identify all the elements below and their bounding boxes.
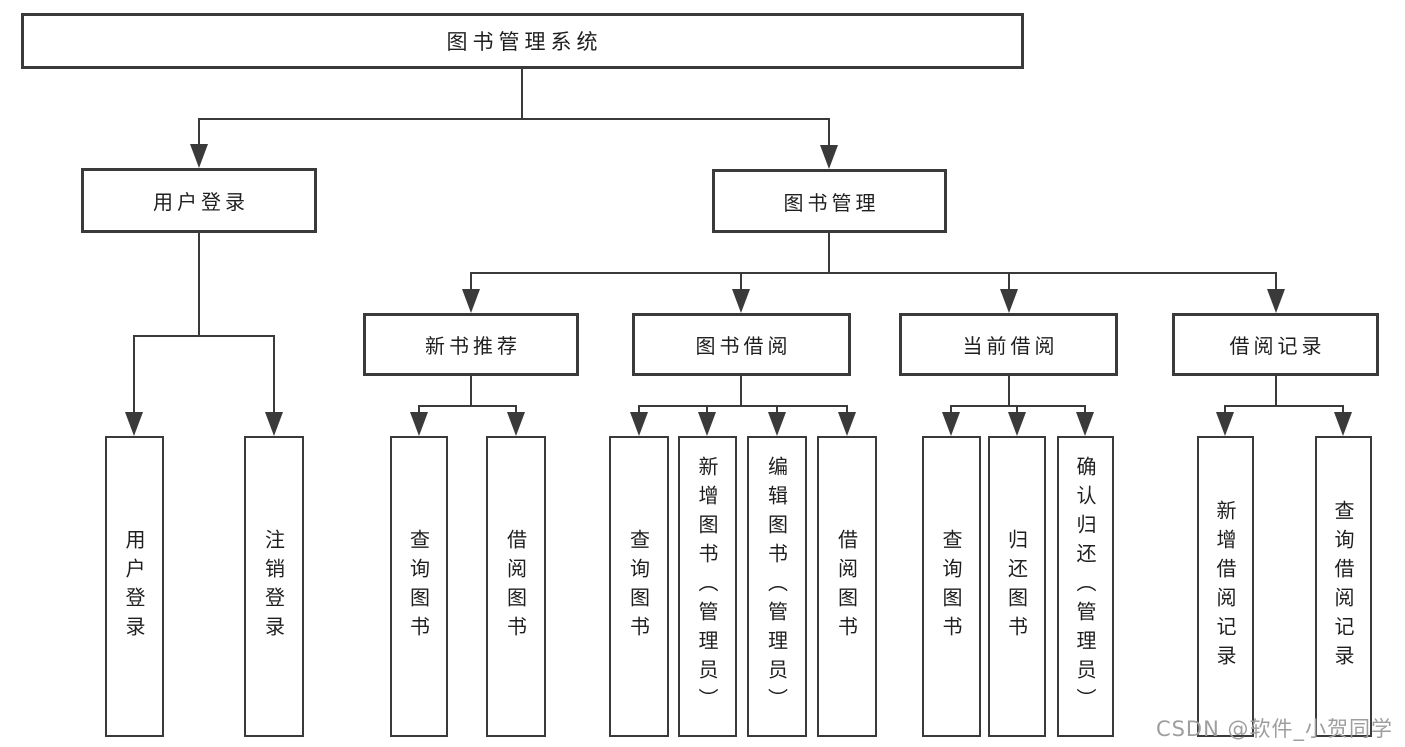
connector-line bbox=[515, 406, 517, 414]
connector-line bbox=[1084, 406, 1086, 414]
arrow-down-icon bbox=[732, 289, 750, 313]
leaf-confirm-return-admin: 确认归还（管理员） bbox=[1057, 436, 1114, 737]
node-book-borrow: 图书借阅 bbox=[632, 313, 851, 376]
connector-line bbox=[133, 335, 275, 337]
connector-line bbox=[1275, 273, 1277, 291]
arrow-down-icon bbox=[838, 412, 856, 436]
connector-line bbox=[273, 336, 275, 414]
connector-line bbox=[418, 406, 420, 414]
connector-line bbox=[1342, 406, 1344, 414]
leaf-return-books: 归还图书 bbox=[988, 436, 1046, 737]
arrow-down-icon bbox=[698, 412, 716, 436]
arrow-down-icon bbox=[125, 412, 143, 436]
node-book-management: 图书管理 bbox=[712, 169, 947, 233]
connector-line bbox=[776, 406, 778, 414]
connector-line bbox=[1008, 376, 1010, 406]
connector-line bbox=[1224, 406, 1226, 414]
arrow-down-icon bbox=[820, 145, 838, 169]
leaf-query-books-recommend: 查询图书 bbox=[390, 436, 448, 737]
arrow-down-icon bbox=[1216, 412, 1234, 436]
connector-line bbox=[418, 405, 517, 407]
arrow-down-icon bbox=[942, 412, 960, 436]
arrow-down-icon bbox=[410, 412, 428, 436]
node-borrow-records: 借阅记录 bbox=[1172, 313, 1379, 376]
connector-line bbox=[470, 376, 472, 406]
arrow-down-icon bbox=[265, 412, 283, 436]
arrow-down-icon bbox=[507, 412, 525, 436]
node-user-login: 用户登录 bbox=[81, 168, 317, 233]
connector-line bbox=[470, 272, 1277, 274]
arrow-down-icon bbox=[1076, 412, 1094, 436]
connector-line bbox=[470, 273, 472, 291]
arrow-down-icon bbox=[462, 289, 480, 313]
node-new-book-recommend: 新书推荐 bbox=[363, 313, 579, 376]
connector-line bbox=[740, 273, 742, 291]
arrow-down-icon bbox=[190, 144, 208, 168]
arrow-down-icon bbox=[630, 412, 648, 436]
connector-line bbox=[198, 233, 200, 336]
connector-line bbox=[950, 405, 1086, 407]
connector-line bbox=[1008, 273, 1010, 291]
connector-line bbox=[740, 376, 742, 406]
leaf-logout: 注销登录 bbox=[244, 436, 304, 737]
leaf-query-books-current: 查询图书 bbox=[922, 436, 981, 737]
connector-line bbox=[846, 406, 848, 414]
leaf-user-login: 用户登录 bbox=[105, 436, 164, 737]
leaf-query-books-borrow: 查询图书 bbox=[609, 436, 669, 737]
leaf-edit-books-admin: 编辑图书（管理员） bbox=[747, 436, 807, 737]
connector-line bbox=[950, 406, 952, 414]
leaf-add-borrow-record: 新增借阅记录 bbox=[1197, 436, 1254, 737]
connector-line bbox=[638, 406, 640, 414]
csdn-watermark: CSDN @软件_小贺同学 bbox=[1155, 717, 1393, 741]
node-current-borrow: 当前借阅 bbox=[899, 313, 1118, 376]
arrow-down-icon bbox=[768, 412, 786, 436]
connector-line bbox=[133, 336, 135, 414]
leaf-query-borrow-record: 查询借阅记录 bbox=[1315, 436, 1372, 737]
arrow-down-icon bbox=[1267, 289, 1285, 313]
connector-line bbox=[828, 233, 830, 273]
connector-line bbox=[706, 406, 708, 414]
arrow-down-icon bbox=[1334, 412, 1352, 436]
leaf-borrow-books: 借阅图书 bbox=[817, 436, 877, 737]
connector-line bbox=[1224, 405, 1344, 407]
connector-line bbox=[1016, 406, 1018, 414]
arrow-down-icon bbox=[1008, 412, 1026, 436]
connector-line bbox=[1275, 376, 1277, 406]
connector-line bbox=[198, 118, 830, 120]
leaf-borrow-books-recommend: 借阅图书 bbox=[486, 436, 546, 737]
connector-line bbox=[828, 119, 830, 147]
connector-line bbox=[521, 69, 523, 119]
leaf-add-books-admin: 新增图书（管理员） bbox=[678, 436, 737, 737]
connector-line bbox=[198, 119, 200, 146]
arrow-down-icon bbox=[1000, 289, 1018, 313]
connector-line bbox=[638, 405, 848, 407]
node-library-system: 图书管理系统 bbox=[21, 13, 1024, 69]
